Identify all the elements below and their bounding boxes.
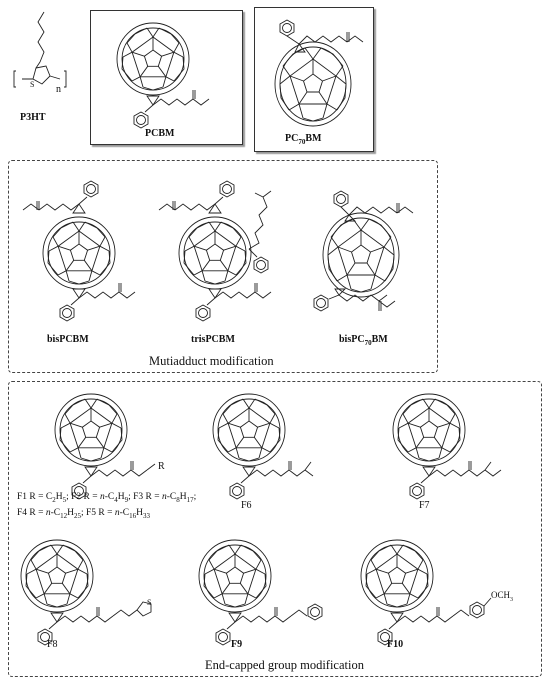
f8-label: F8 (47, 639, 58, 650)
pcbm-label: PCBM (145, 128, 175, 139)
f10-drawing (360, 539, 492, 658)
f1-f5-series-text: F1 R = C2H5; F2 R = n-C4H9; F3 R = n-C8H… (17, 491, 196, 523)
p3ht-sulfur-atom: S (30, 80, 35, 89)
r-group-label: R (158, 461, 165, 472)
p3ht-repeat-n: n (56, 84, 61, 95)
series-line-1: F1 R = C2H5; F2 R = n-C4H9; F3 R = n-C8H… (17, 492, 197, 504)
multiadduct-panel: bisPCBM trisPCBM bisPC70BM Mutiadduct mo… (8, 160, 438, 373)
f6-drawing (212, 393, 314, 502)
f6-label: F6 (241, 500, 252, 511)
endcapped-panel: R F1 R = C2H5; F2 R = n-C4H9; F3 R = n-C… (8, 381, 542, 677)
bispcbm-label: bisPCBM (47, 334, 89, 345)
pcbm-drawing (116, 22, 241, 121)
series-line-2: F4 R = n-C12H25; F5 R = n-C16H33 (17, 507, 150, 520)
f8-sulfur-atom: S (147, 598, 152, 607)
pcbm-panel: PCBM (90, 10, 243, 145)
bispc70bm-label: bisPC70BM (339, 334, 388, 347)
och3-label: OCH3 (491, 590, 514, 603)
f7-drawing (392, 393, 502, 502)
f10-label: F10 (387, 639, 404, 650)
bispc70bm-drawing (313, 190, 414, 312)
trispcbm-label: trisPCBM (191, 334, 235, 345)
f9-label: F9 (231, 639, 243, 650)
p3ht-label: P3HT (20, 112, 46, 123)
multiadduct-title: Mutiadduct modification (149, 354, 274, 368)
f9-drawing (198, 539, 323, 658)
endcapped-title: End-capped group modification (205, 658, 364, 672)
pc70bm-panel: PC70BM (254, 7, 374, 152)
f1-f5-drawing (54, 393, 156, 502)
trispcbm-drawing (147, 163, 287, 333)
pc70bm-drawing (274, 19, 364, 127)
bispcbm-drawing (11, 163, 141, 333)
pc70bm-label: PC70BM (285, 133, 322, 146)
f7-label: F7 (419, 500, 430, 511)
p3ht-drawing (13, 11, 67, 88)
f8-drawing (20, 539, 152, 658)
